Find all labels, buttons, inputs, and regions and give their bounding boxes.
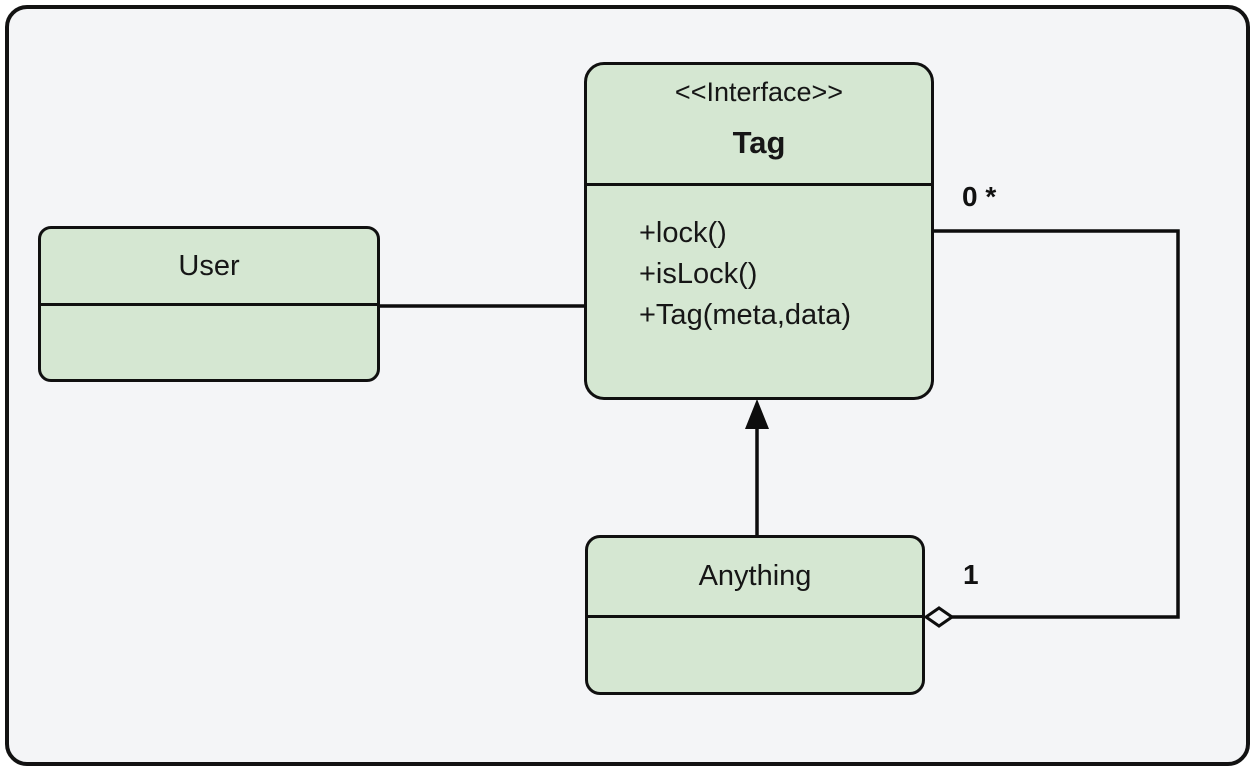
method-lock: +lock() <box>639 217 727 249</box>
class-user-body-compartment <box>41 306 377 379</box>
class-tag-title-compartment: <<Interface>> Tag <box>587 65 931 186</box>
class-user-title-compartment: User <box>41 229 377 306</box>
class-tag-stereotype: <<Interface>> <box>674 77 844 107</box>
class-tag-methods-compartment: +lock() +isLock() +Tag(meta,data) <box>587 186 931 397</box>
class-box-anything: Anything <box>585 535 925 695</box>
multiplicity-label-tag-end: 0 * <box>962 181 997 212</box>
class-anything-body-compartment <box>588 618 922 692</box>
multiplicity-label-anything-end: 1 <box>963 559 979 590</box>
method-tag-constructor: +Tag(meta,data) <box>639 299 851 331</box>
class-user-title: User <box>178 249 240 282</box>
method-islock: +isLock() <box>639 258 758 290</box>
class-box-tag: <<Interface>> Tag +lock() +isLock() +Tag… <box>584 62 934 400</box>
class-anything-title-compartment: Anything <box>588 538 922 618</box>
class-tag-title: Tag <box>732 125 786 160</box>
class-anything-title: Anything <box>698 560 812 592</box>
class-box-user: User <box>38 226 380 382</box>
